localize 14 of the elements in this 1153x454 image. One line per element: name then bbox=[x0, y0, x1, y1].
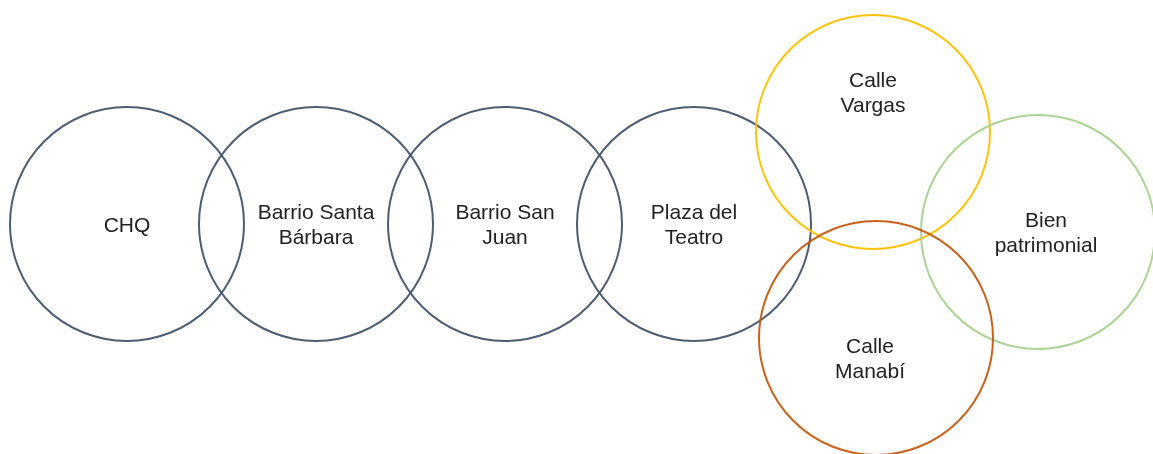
circle bbox=[576, 106, 812, 342]
circle-label: CHQ bbox=[102, 211, 152, 237]
circle bbox=[758, 220, 994, 454]
circle bbox=[920, 114, 1153, 350]
circle-label: Plaza del Teatro bbox=[649, 199, 739, 249]
circle bbox=[755, 14, 991, 250]
circle-label: Calle Manabí bbox=[833, 333, 906, 383]
circle-label: Calle Vargas bbox=[839, 67, 907, 117]
circle-label: Barrio San Juan bbox=[454, 199, 556, 249]
circle bbox=[9, 106, 245, 342]
circle-label: Bien patrimonial bbox=[993, 207, 1099, 257]
circle bbox=[198, 106, 434, 342]
circle-label: Barrio Santa Bárbara bbox=[256, 199, 376, 249]
circle bbox=[387, 106, 623, 342]
